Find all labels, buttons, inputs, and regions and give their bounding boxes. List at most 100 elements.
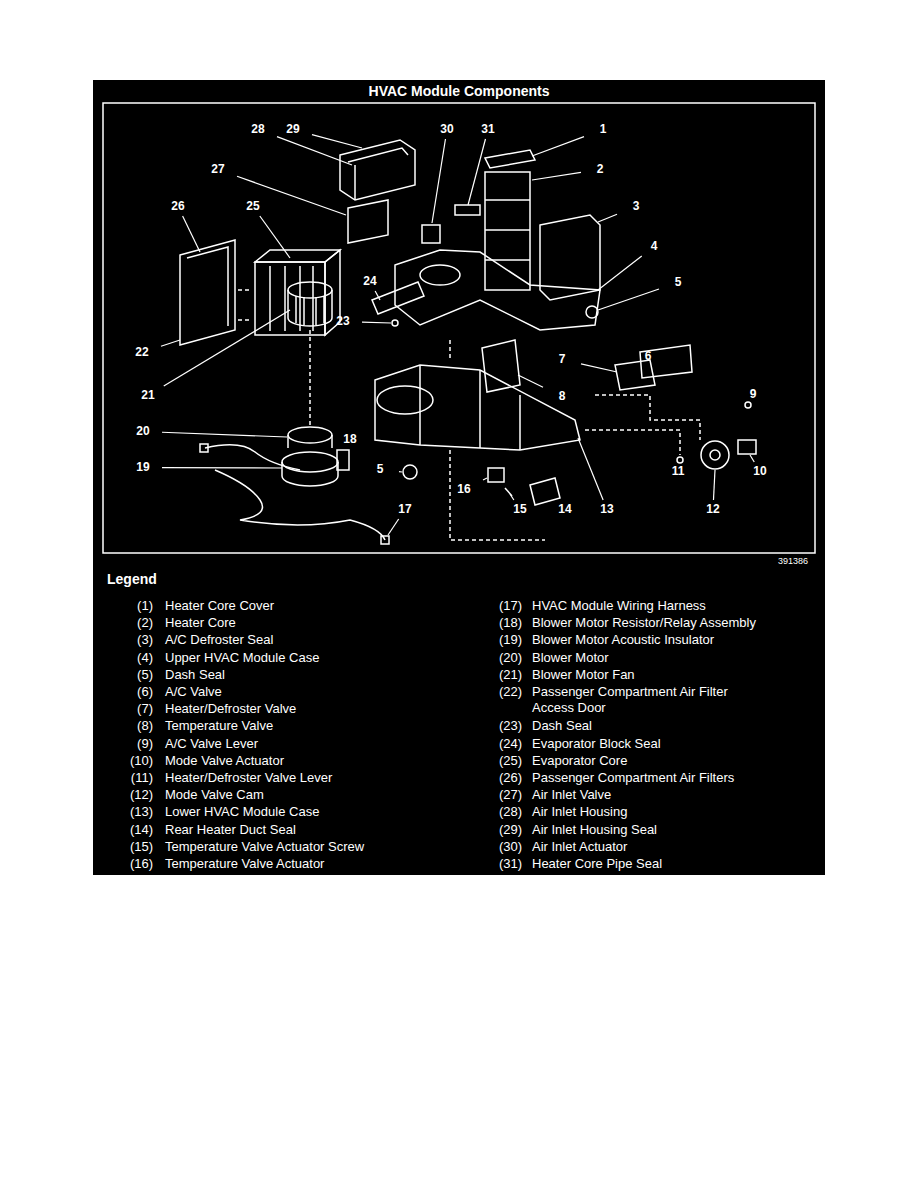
- leader-line: [532, 172, 581, 180]
- evaporator-block-seal: [372, 282, 424, 314]
- legend-text: Passenger Compartment Air Filter Access …: [532, 684, 762, 716]
- lower-case: [375, 365, 580, 450]
- legend-number: (28): [482, 804, 522, 819]
- title: HVAC Module Components: [93, 84, 825, 99]
- leader-line: [510, 494, 514, 500]
- legend-number: (4): [113, 650, 153, 665]
- legend-number: (7): [113, 701, 153, 716]
- legend-text: Temperature Valve: [165, 718, 455, 733]
- callout-number: 29: [273, 122, 313, 137]
- callout-number: 5: [658, 275, 698, 290]
- legend-text: Rear Heater Duct Seal: [165, 822, 455, 837]
- legend-text: Blower Motor: [532, 650, 822, 665]
- legend-text: Air Inlet Housing Seal: [532, 822, 822, 837]
- callout-number: 23: [323, 314, 363, 329]
- leader-line: [375, 291, 380, 300]
- blower-fan: [288, 282, 332, 326]
- legend-text: Heater/Defroster Valve Lever: [165, 770, 455, 785]
- callout-number: 25: [233, 199, 273, 214]
- legend-number: (3): [113, 632, 153, 647]
- leader-line: [162, 432, 287, 437]
- callout-number: 24: [350, 274, 390, 289]
- legend-text: Heater Core: [165, 615, 455, 630]
- illustration-frame: [103, 103, 815, 553]
- leader-line: [598, 214, 617, 222]
- legend-heading: Legend: [107, 572, 157, 587]
- callout-number: 12: [693, 502, 733, 517]
- evaporator-core: [255, 250, 340, 335]
- legend-number: (25): [482, 753, 522, 768]
- legend-number: (31): [482, 856, 522, 871]
- legend-number: (24): [482, 736, 522, 751]
- temperature-valve: [482, 340, 520, 392]
- mode-actuator: [738, 440, 756, 454]
- callout-number: 13: [587, 502, 627, 517]
- leader-line: [162, 467, 282, 469]
- legend-text: Evaporator Core: [532, 753, 822, 768]
- callout-number: 2: [580, 162, 620, 177]
- callout-number: 30: [427, 122, 467, 137]
- duct-seal: [530, 478, 560, 505]
- callout-number: 1: [583, 122, 623, 137]
- callout-number: 9: [733, 387, 773, 402]
- legend-number: (27): [482, 787, 522, 802]
- legend-text: Blower Motor Resistor/Relay Assembly: [532, 615, 822, 630]
- callout-number: 17: [385, 502, 425, 517]
- legend-text: A/C Valve: [165, 684, 455, 699]
- leader-line: [164, 310, 290, 386]
- legend-text: A/C Valve Lever: [165, 736, 455, 751]
- legend-text: Temperature Valve Actuator: [165, 856, 455, 871]
- callout-number: 14: [545, 502, 585, 517]
- air-inlet-actuator: [422, 225, 440, 243]
- defroster-valve: [615, 360, 655, 390]
- figure-number: 391386: [700, 556, 808, 567]
- legend-text: Mode Valve Cam: [165, 787, 455, 802]
- callout-number: 11: [658, 464, 698, 479]
- callout-number: 22: [122, 345, 162, 360]
- legend-number: (12): [113, 787, 153, 802]
- leader-line: [362, 321, 391, 323]
- callout-number: 19: [123, 460, 163, 475]
- legend-text: Blower Motor Fan: [532, 667, 822, 682]
- callout-number: 21: [128, 388, 168, 403]
- callout-number: 26: [158, 199, 198, 214]
- leader-line: [183, 216, 200, 252]
- legend-text: Dash Seal: [532, 718, 822, 733]
- leader-line: [161, 340, 180, 346]
- legend-text: Evaporator Block Seal: [532, 736, 822, 751]
- legend-number: (30): [482, 839, 522, 854]
- legend-number: (5): [113, 667, 153, 682]
- legend-text: Dash Seal: [165, 667, 455, 682]
- callout-number: 5: [360, 462, 400, 477]
- legend-number: (9): [113, 736, 153, 751]
- legend-number: (20): [482, 650, 522, 665]
- mode-cam: [701, 441, 729, 469]
- callout-number: 4: [634, 239, 674, 254]
- legend-text: Blower Motor Acoustic Insulator: [532, 632, 822, 647]
- leader-line: [260, 216, 290, 258]
- legend-text: Upper HVAC Module Case: [165, 650, 455, 665]
- legend-text: Air Inlet Housing: [532, 804, 822, 819]
- legend-number: (10): [113, 753, 153, 768]
- legend-text: A/C Defroster Seal: [165, 632, 455, 647]
- leader-line: [598, 289, 659, 310]
- legend-number: (23): [482, 718, 522, 733]
- leader-line: [388, 519, 399, 535]
- legend-text: Heater Core Cover: [165, 598, 455, 613]
- legend-number: (15): [113, 839, 153, 854]
- leader-line: [581, 364, 617, 372]
- leader-line: [598, 256, 642, 290]
- legend-number: (11): [113, 770, 153, 785]
- legend-number: (19): [482, 632, 522, 647]
- temp-actuator: [488, 468, 504, 482]
- callout-number: 28: [238, 122, 278, 137]
- leader-line: [578, 438, 603, 500]
- leader-line: [432, 139, 445, 223]
- resistor: [337, 450, 349, 470]
- legend-number: (1): [113, 598, 153, 613]
- filter-access-door: [180, 240, 235, 345]
- legend-text: Passenger Compartment Air Filters: [532, 770, 822, 785]
- legend-number: (17): [482, 598, 522, 613]
